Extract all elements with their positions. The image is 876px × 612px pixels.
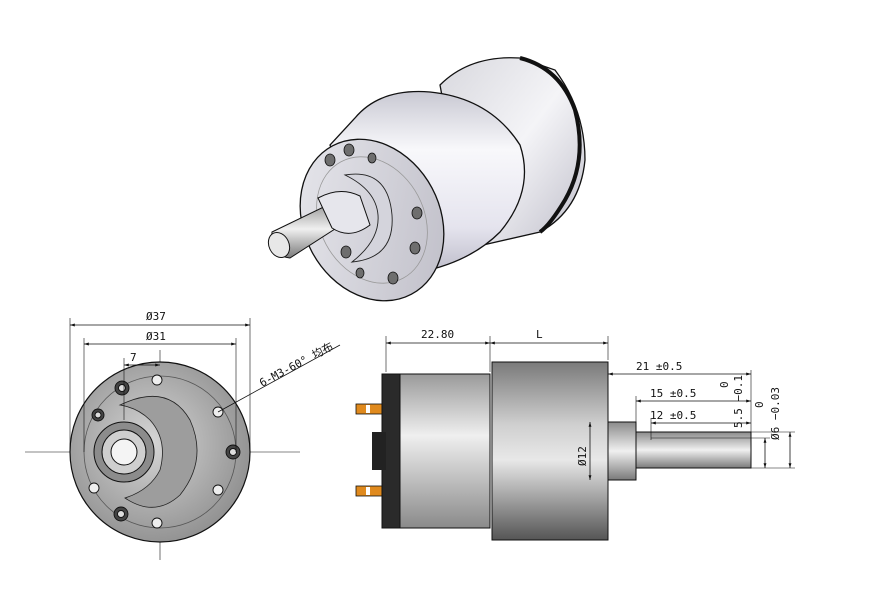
front-shaft-circle (110, 438, 138, 466)
dim-gearbox-length: L (536, 328, 543, 341)
motor-rear-cap (519, 56, 582, 234)
shaft-boss-side (607, 421, 637, 481)
side-view: 22.80 L 21 ±0.5 15 ±0.5 12 ±0.5 Ø12 0 5.… (355, 328, 795, 541)
front-crescent (118, 395, 198, 508)
dim-boss-diameter: Ø12 (576, 446, 589, 466)
mounting-leader-line (217, 344, 341, 413)
shaft-tol-zero: 0 (753, 401, 766, 408)
iso-shaft-end (267, 231, 291, 259)
flat-tol-zero: 0 (718, 381, 731, 388)
dim-shaft-21: 21 ±0.5 (636, 360, 682, 373)
mounting-note: 6-M3-60° 均布 (257, 340, 335, 390)
dim-offset: 7 (130, 351, 137, 364)
gearbox-side (491, 361, 609, 541)
isometric-motor-view (267, 56, 586, 302)
dim-inner-diameter: Ø31 (146, 330, 166, 343)
dim-shaft-15: 15 ±0.5 (650, 387, 696, 400)
flange-inner-ring (316, 156, 428, 284)
motor-can-side (399, 373, 491, 529)
dim-outer-diameter: Ø37 (146, 310, 166, 323)
iso-mounting-holes (324, 143, 423, 285)
dim-shaft-diameter: Ø6 −0.03 (769, 387, 782, 440)
flange-crescent (343, 173, 393, 263)
front-mounting-holes (88, 374, 241, 529)
dim-shaft-12: 12 ±0.5 (650, 409, 696, 422)
front-view: Ø37 Ø31 7 6-M3-60° 均布 (25, 310, 341, 560)
dim-motor-length: 22.80 (421, 328, 454, 341)
output-shaft-side (635, 431, 752, 469)
dim-flat: 5.5 −0.1 (732, 375, 745, 428)
iso-shaft-boss (317, 191, 371, 234)
gearbox-flange-face (299, 138, 445, 302)
rear-boss (372, 432, 386, 470)
